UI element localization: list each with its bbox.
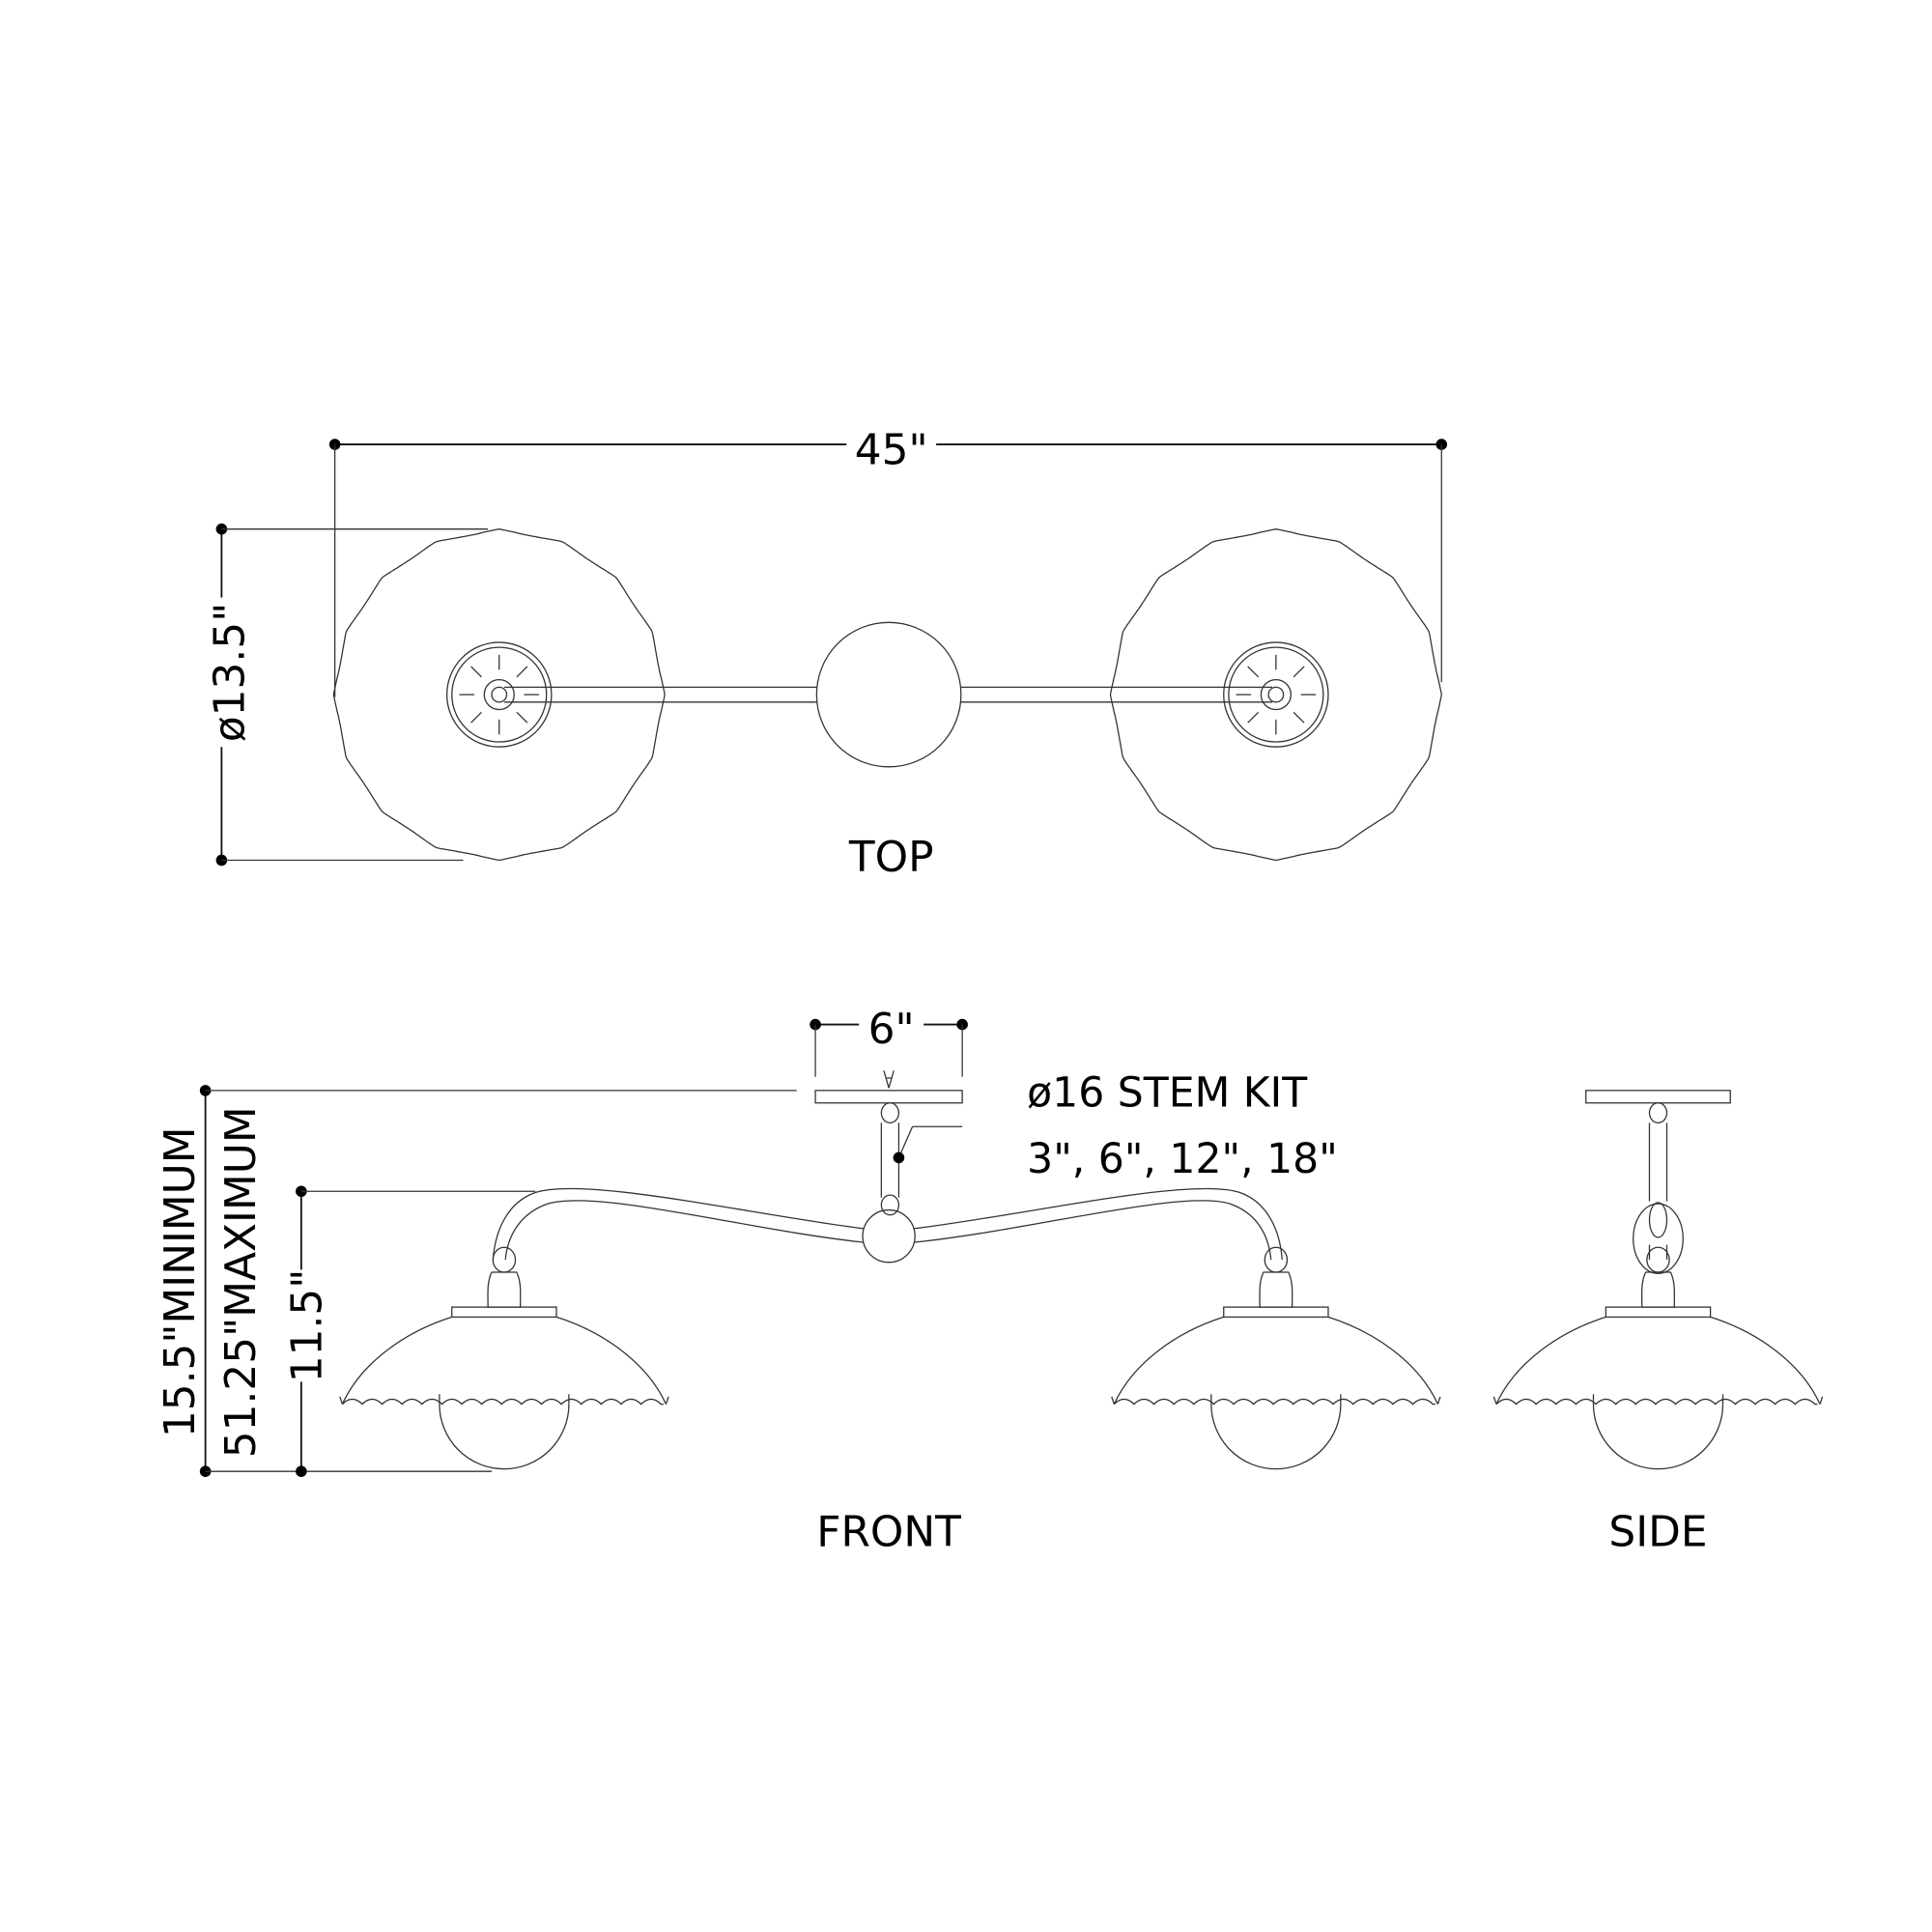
- canopy-width-label: 6": [868, 1005, 915, 1054]
- shade-front-left: [339, 1246, 669, 1470]
- top-view: 45" ø13.5" TOP: [206, 426, 1448, 882]
- side-view: SIDE: [1492, 1090, 1824, 1557]
- diameter-dimension-label: ø13.5": [206, 603, 255, 742]
- shade-top-left: [332, 528, 666, 862]
- canopy-side: [1585, 1090, 1731, 1104]
- socket-cap-right: [1223, 641, 1329, 748]
- front-view: 6" ø16 STEM KIT 3", 6", 12", 18" 15.5"MI…: [156, 1005, 1441, 1557]
- side-view-label: SIDE: [1608, 1508, 1707, 1557]
- shade-front-right: [1111, 1246, 1441, 1470]
- min-height-label: 15.5"MINIMUM: [156, 1126, 205, 1437]
- shade-height-label: 11.5": [282, 1269, 331, 1383]
- stem-kit-lengths: 3", 6", 12", 18": [1027, 1136, 1338, 1183]
- shade-top-right: [1109, 528, 1442, 862]
- shade-side: [1492, 1246, 1824, 1470]
- top-view-label: TOP: [848, 833, 934, 882]
- center-canopy-top: [815, 621, 962, 768]
- center-hub: [862, 1208, 916, 1264]
- max-height-label: 51.25"MAXIMUM: [216, 1106, 266, 1458]
- stem-kit-label: ø16 STEM KIT: [1027, 1070, 1308, 1118]
- socket-cap-left: [445, 641, 553, 748]
- width-dimension-label: 45": [855, 426, 928, 475]
- canopy: [814, 1090, 963, 1104]
- front-view-label: FRONT: [816, 1508, 961, 1557]
